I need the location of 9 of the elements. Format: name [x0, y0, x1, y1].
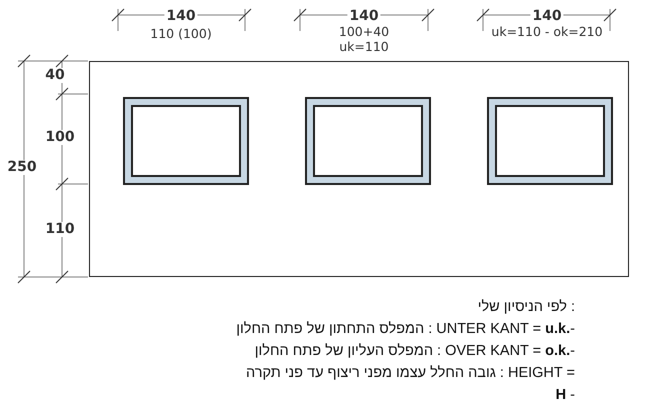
- window-opening: [487, 97, 613, 185]
- note-text: לפי הניסיון שלי :: [476, 298, 575, 317]
- dimension-label: uk=110: [337, 40, 391, 54]
- window-opening: [123, 97, 249, 185]
- wall-rectangle: [89, 61, 629, 277]
- window-opening: [305, 97, 431, 185]
- dimension-label: 40: [43, 68, 67, 84]
- dimension-label: uk=110 - ok=210: [489, 25, 605, 39]
- dimension-label: 250: [5, 160, 39, 176]
